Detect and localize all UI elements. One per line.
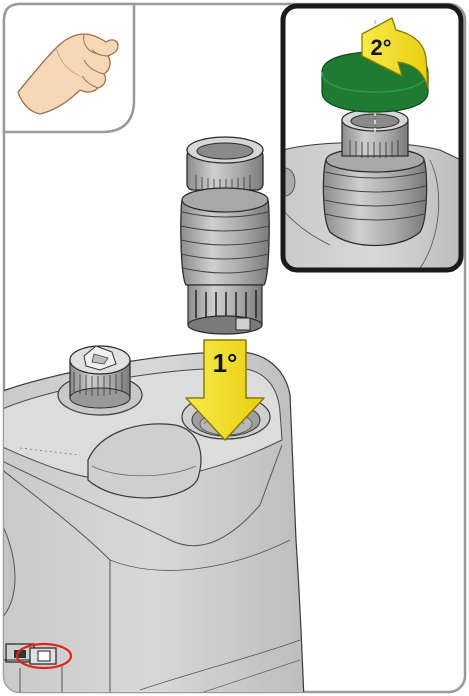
step-1-label: 1° [213,348,238,378]
detail-inset: 2° [275,6,461,270]
hand-panel [4,4,134,132]
step-2-label: 2° [370,35,391,60]
capped-port [58,346,142,415]
drain-fitting [181,137,269,334]
